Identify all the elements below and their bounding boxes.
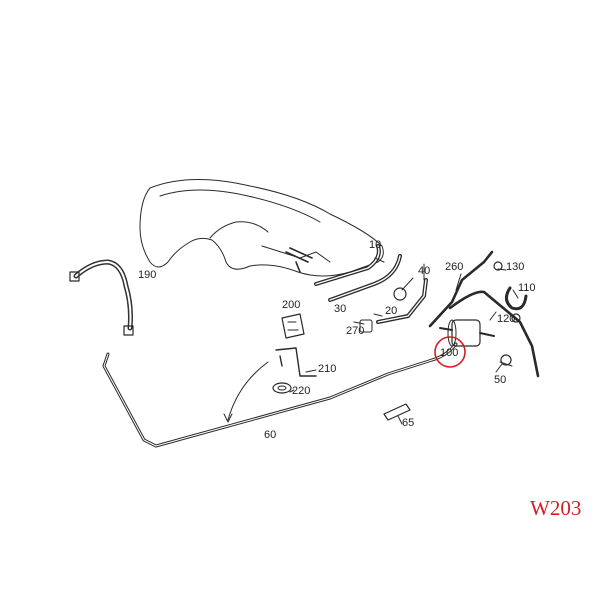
callout-100: 100 — [440, 347, 459, 359]
bracket-210 — [275, 347, 317, 377]
callout-130: 130 — [506, 261, 525, 273]
bracket-200 — [281, 313, 305, 339]
model-code: W203 — [530, 496, 582, 520]
callout-110: 110 — [518, 282, 536, 294]
fuel-tank — [139, 178, 384, 277]
callout-210: 210 — [318, 363, 337, 375]
fuel-tank-filler — [261, 245, 331, 263]
grommet-220 — [272, 382, 292, 394]
callout-60: 60 — [264, 429, 277, 441]
callout-120: 120 — [497, 313, 516, 325]
callout-20: 20 — [385, 305, 398, 317]
hose-20-core — [377, 279, 427, 323]
callout-40: 40 — [418, 265, 431, 277]
callout-65: 65 — [402, 417, 415, 429]
callout-270: 270 — [346, 325, 365, 337]
callout-220: 220 — [292, 385, 311, 397]
hose-190-core — [75, 261, 132, 329]
callout-260: 260 — [445, 261, 464, 273]
callout-50: 50 — [494, 374, 507, 386]
line-10 — [314, 244, 381, 286]
line-60-core — [103, 343, 457, 447]
callout-190: 190 — [138, 269, 157, 281]
fuel-tank-inner — [159, 189, 321, 223]
line-260b — [448, 290, 540, 378]
callout-200: 200 — [282, 299, 301, 311]
callout-10: 10 — [369, 239, 382, 251]
line-10b-core — [329, 255, 401, 301]
highlight-circle — [434, 336, 466, 368]
fuel-tank-ridge — [209, 221, 269, 239]
sleeve-65 — [383, 403, 411, 421]
fuel-tank-connector — [285, 247, 313, 273]
line-260 — [428, 250, 494, 328]
callout-30: 30 — [334, 303, 347, 315]
hose-110 — [505, 286, 528, 311]
pointer-arrow — [227, 361, 269, 421]
